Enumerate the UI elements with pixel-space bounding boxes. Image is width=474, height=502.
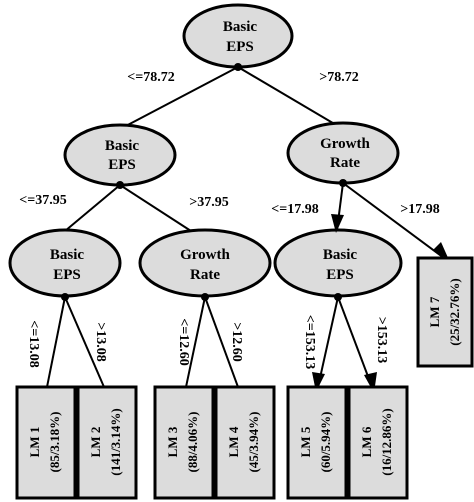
edge-left-left xyxy=(64,184,121,232)
split-point-rl xyxy=(334,293,342,301)
edge-label-left-right: >37.95 xyxy=(189,195,228,210)
split-point-root xyxy=(234,63,242,71)
arrowhead-right-left xyxy=(331,214,344,233)
edge-root-right xyxy=(237,66,344,130)
leaf-lm5-stats: (60/5.94%) xyxy=(318,411,333,472)
edge-label-right-left: <=17.98 xyxy=(271,202,318,217)
node-right-left: Basic EPS xyxy=(273,228,403,298)
edge-label-left-left: <=37.95 xyxy=(19,193,66,208)
leaf-lm1: LM 1 (85/3.18%) xyxy=(15,385,77,500)
leaf-lm6: LM 6 (16/12.86%) xyxy=(347,385,409,500)
node-ll-label-2: EPS xyxy=(53,267,81,283)
leaf-lm2-name: LM 2 xyxy=(88,427,103,458)
edge-label-right-right: >17.98 xyxy=(400,202,439,217)
leaf-lm2: LM 2 (141/3.14%) xyxy=(76,385,138,500)
node-left-label-1: Basic xyxy=(105,138,140,154)
edge-label-rl-right: >153.13 xyxy=(374,317,389,363)
split-point-left xyxy=(116,181,124,189)
edge-rl-right xyxy=(337,296,373,388)
edge-label-lr-right: >12.60 xyxy=(229,322,244,361)
node-root-label-1: Basic xyxy=(223,19,258,35)
edge-left-right xyxy=(119,184,192,232)
arrowhead-right-right xyxy=(433,242,449,260)
edge-ll-left xyxy=(46,296,66,388)
node-left-left: Basic EPS xyxy=(8,228,122,298)
leaf-lm4: LM 4 (45/3.94%) xyxy=(214,385,276,500)
leaf-lm7-name: LM 7 xyxy=(427,296,442,327)
leaf-lm4-name: LM 4 xyxy=(226,426,241,457)
leaf-lm2-stats: (141/3.14%) xyxy=(108,408,123,476)
node-right-label-1: Growth xyxy=(320,136,370,152)
leaf-lm7: LM 7 (25/32.76%) xyxy=(416,256,474,368)
node-left-right: Growth Rate xyxy=(138,228,272,298)
leaf-lm1-name: LM 1 xyxy=(27,427,42,458)
leaf-lm5-name: LM 5 xyxy=(298,426,313,457)
node-rl-label-1: Basic xyxy=(323,247,358,263)
edge-label-ll-right: >13.08 xyxy=(93,322,108,361)
node-right-label-2: Rate xyxy=(330,155,360,171)
node-root-label-2: EPS xyxy=(226,39,254,55)
edge-root-left xyxy=(119,66,239,130)
leaf-lm7-stats: (25/32.76%) xyxy=(447,278,462,346)
leaf-lm3-stats: (88/4.06%) xyxy=(185,411,200,472)
edge-ll-right xyxy=(64,296,105,388)
leaf-lm4-stats: (45/3.94%) xyxy=(246,411,261,472)
leaf-lm6-stats: (16/12.86%) xyxy=(379,408,394,476)
split-point-lr xyxy=(201,293,209,301)
leaf-lm5: LM 5 (60/5.94%) xyxy=(286,385,348,500)
edge-label-root-right: >78.72 xyxy=(319,70,358,85)
node-ll-label-1: Basic xyxy=(50,247,85,263)
edge-lr-right xyxy=(204,296,239,388)
edge-lr-left xyxy=(185,296,206,388)
edge-label-lr-left: <=12.60 xyxy=(176,318,191,365)
split-point-ll xyxy=(61,293,69,301)
node-right: Growth Rate xyxy=(286,121,400,185)
node-left: Basic EPS xyxy=(63,123,177,187)
node-left-label-2: EPS xyxy=(108,157,136,173)
edge-right-right xyxy=(342,182,445,259)
leaf-lm6-name: LM 6 xyxy=(359,426,374,457)
leaf-lm3-name: LM 3 xyxy=(165,426,180,457)
leaf-lm1-stats: (85/3.18%) xyxy=(47,411,62,472)
node-lr-label-2: Rate xyxy=(190,267,220,283)
node-lr-label-1: Growth xyxy=(180,247,230,263)
edge-rl-left xyxy=(317,296,339,388)
edge-label-ll-left: <=13.08 xyxy=(26,320,41,367)
node-rl-label-2: EPS xyxy=(326,267,354,283)
edge-label-root-left: <=78.72 xyxy=(127,70,174,85)
node-root: Basic EPS xyxy=(182,3,294,69)
edge-label-rl-left: <=153.13 xyxy=(302,315,317,369)
leaf-lm3: LM 3 (88/4.06%) xyxy=(153,385,215,500)
split-point-right xyxy=(339,179,347,187)
